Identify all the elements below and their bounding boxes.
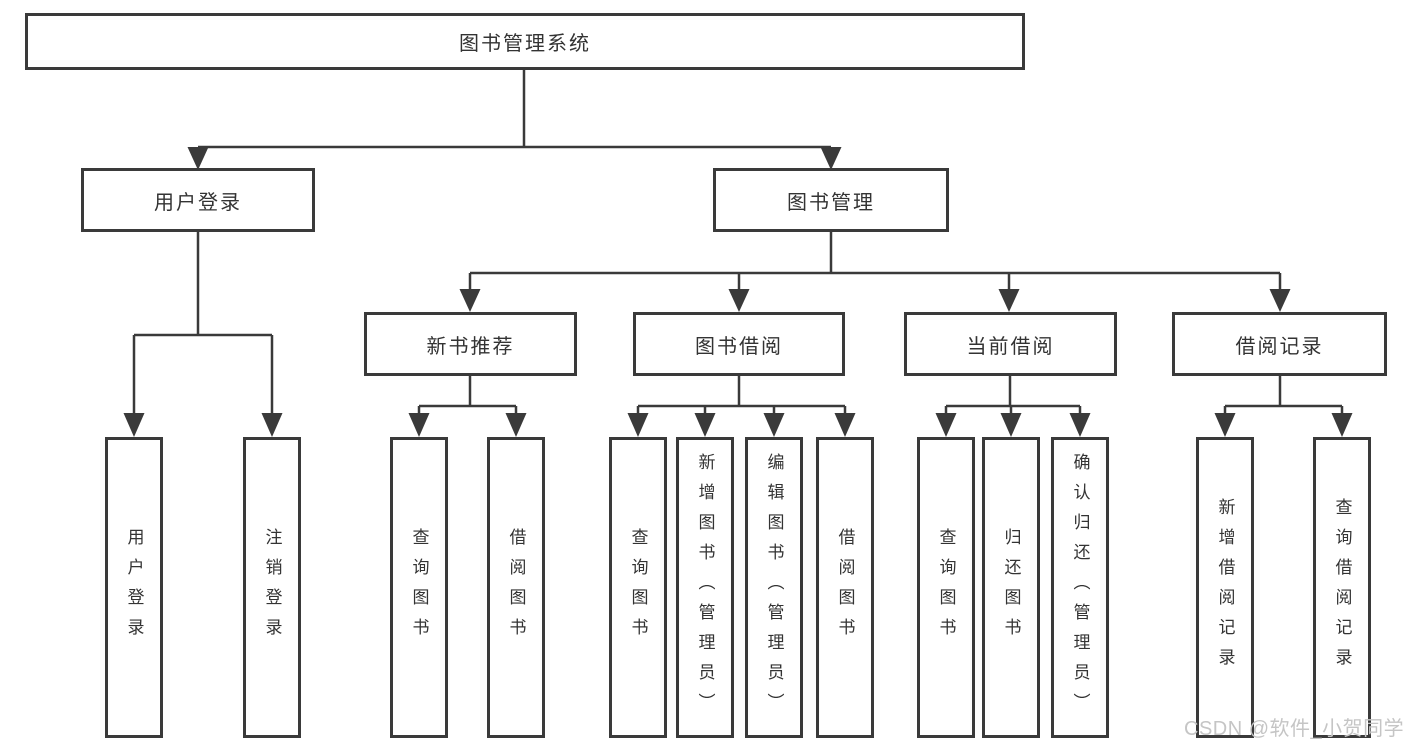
node-bb-borrow-books: 借阅图书	[816, 437, 874, 738]
node-label: 注销登录	[262, 527, 282, 648]
node-label: 用户登录	[124, 527, 144, 648]
arrow-down-icon	[1069, 413, 1091, 437]
node-bb-query-books: 查询图书	[609, 437, 667, 738]
node-cb-confirm-return-admin: 确认归还（管理员）	[1051, 437, 1109, 738]
arrow-down-icon	[694, 413, 716, 437]
node-label: 新增图书（管理员）	[695, 452, 715, 723]
node-cb-return-books: 归还图书	[982, 437, 1040, 738]
node-br-query-record: 查询借阅记录	[1313, 437, 1371, 738]
connector-current-borrow-children	[944, 376, 1082, 414]
node-label: 确认归还（管理员）	[1070, 452, 1090, 723]
arrow-down-icon	[935, 413, 957, 437]
arrow-down-icon	[1269, 289, 1291, 312]
node-label: 查询借阅记录	[1332, 497, 1352, 678]
watermark: CSDN @软件_小贺同学	[1184, 718, 1405, 740]
node-label: 归还图书	[1001, 527, 1021, 648]
node-login: 用户登录	[105, 437, 163, 738]
node-br-add-record: 新增借阅记录	[1196, 437, 1254, 738]
arrow-down-icon	[763, 413, 785, 437]
node-nbr-query-books: 查询图书	[390, 437, 448, 738]
node-label: 查询图书	[628, 527, 648, 648]
node-root: 图书管理系统	[25, 13, 1025, 70]
arrow-down-icon	[1000, 413, 1022, 437]
connector-new-book-recommend-children	[417, 376, 518, 414]
connector-root-children	[196, 70, 833, 151]
connector-borrow-records-children	[1223, 376, 1344, 414]
node-bb-add-books-admin: 新增图书（管理员）	[676, 437, 734, 738]
node-label: 新书推荐	[426, 335, 515, 358]
arrow-down-icon	[627, 413, 649, 437]
node-label: 借阅图书	[506, 527, 526, 648]
node-label: 编辑图书（管理员）	[764, 452, 784, 723]
node-label: 查询图书	[409, 527, 429, 648]
node-user-login: 用户登录	[81, 168, 315, 232]
arrow-down-icon	[1214, 413, 1236, 437]
node-label: 用户登录	[154, 191, 242, 214]
connector-user-login-arrowheads	[123, 413, 283, 437]
connector-book-borrow-children	[636, 376, 847, 414]
arrow-down-icon	[123, 413, 145, 437]
connector-current-borrow-arrowheads	[935, 413, 1091, 437]
connector-book-management-children	[468, 232, 1282, 290]
node-cb-query-books: 查询图书	[917, 437, 975, 738]
connector-borrow-records-arrowheads	[1214, 413, 1353, 437]
node-logout: 注销登录	[243, 437, 301, 738]
node-label: 图书管理	[787, 191, 875, 214]
node-borrow-records: 借阅记录	[1172, 312, 1387, 376]
node-label: 新增借阅记录	[1215, 497, 1235, 678]
connector-new-book-recommend-arrowheads	[408, 413, 527, 437]
connector-user-login-children	[132, 232, 274, 414]
connector-root-arrowheads	[187, 147, 842, 170]
arrow-down-icon	[1331, 413, 1353, 437]
node-label: 查询图书	[936, 527, 956, 648]
arrow-down-icon	[728, 289, 750, 312]
arrow-down-icon	[187, 147, 209, 170]
node-label: 借阅图书	[835, 527, 855, 648]
node-label: 借阅记录	[1235, 335, 1324, 358]
node-nbr-borrow-books: 借阅图书	[487, 437, 545, 738]
node-label: 当前借阅	[966, 335, 1055, 358]
arrow-down-icon	[505, 413, 527, 437]
node-label: 图书借阅	[695, 335, 783, 358]
node-book-borrow: 图书借阅	[633, 312, 845, 376]
arrow-down-icon	[820, 147, 842, 170]
connector-book-management-arrowheads	[459, 289, 1291, 312]
arrow-down-icon	[261, 413, 283, 437]
arrow-down-icon	[998, 289, 1020, 312]
node-label: 图书管理系统	[459, 33, 591, 55]
arrow-down-icon	[459, 289, 481, 312]
arrow-down-icon	[408, 413, 430, 437]
arrow-down-icon	[834, 413, 856, 437]
node-current-borrow: 当前借阅	[904, 312, 1117, 376]
node-book-management: 图书管理	[713, 168, 949, 232]
connector-book-borrow-arrowheads	[627, 413, 856, 437]
node-bb-edit-books-admin: 编辑图书（管理员）	[745, 437, 803, 738]
node-new-book-recommend: 新书推荐	[364, 312, 577, 376]
